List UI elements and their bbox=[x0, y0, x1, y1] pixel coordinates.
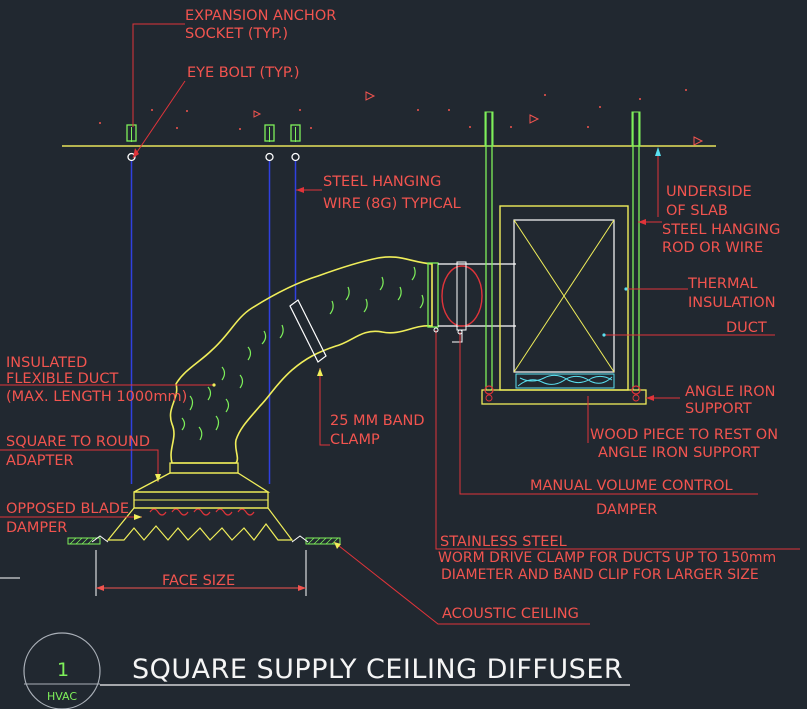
eye-bolt-icon bbox=[127, 152, 136, 162]
anchor-middle bbox=[264, 124, 275, 484]
steel-rod-label: STEEL HANGING bbox=[662, 222, 780, 238]
thermal-insulation-label-2: INSULATION bbox=[688, 295, 776, 311]
insulated-flex-label-3: (MAX. LENGTH 1000mm) bbox=[6, 389, 187, 405]
expansion-anchor-label-2: SOCKET (TYP.) bbox=[185, 26, 288, 42]
insulated-flex-label-2: FLEXIBLE DUCT bbox=[6, 371, 118, 387]
insulated-flex-label: INSULATED bbox=[6, 355, 87, 371]
eye-bolt-label: EYE BOLT (TYP.) bbox=[187, 65, 300, 81]
detail-number: 1 bbox=[57, 659, 69, 681]
adapter-collar bbox=[169, 462, 239, 474]
angle-iron-label-2: SUPPORT bbox=[685, 401, 752, 417]
face-size-label: FACE SIZE bbox=[162, 573, 235, 589]
steel-wire-label: STEEL HANGING bbox=[323, 174, 441, 190]
duct-label: DUCT bbox=[726, 320, 767, 336]
anchor-left bbox=[126, 124, 137, 484]
slab bbox=[62, 89, 716, 147]
underside-slab-label-2: OF SLAB bbox=[666, 203, 728, 219]
opposed-blade-label-2: DAMPER bbox=[6, 520, 67, 536]
diffuser bbox=[106, 462, 294, 541]
leaders bbox=[0, 23, 800, 625]
square-round-label-2: ADAPTER bbox=[6, 453, 74, 469]
leader-arrows bbox=[133, 147, 661, 549]
labels: EXPANSION ANCHOR SOCKET (TYP.) EYE BOLT … bbox=[6, 8, 780, 622]
expansion-anchor-label: EXPANSION ANCHOR bbox=[185, 8, 336, 24]
wood-piece-label: WOOD PIECE TO REST ON bbox=[590, 427, 778, 443]
title-block: 1 HVAC SQUARE SUPPLY CEILING DIFFUSER bbox=[23, 632, 630, 709]
main-duct bbox=[481, 111, 647, 405]
detail-discipline: HVAC bbox=[47, 690, 77, 703]
steel-wire-label-2: WIRE (8G) TYPICAL bbox=[323, 196, 461, 212]
damper-blade bbox=[441, 265, 483, 327]
manual-damper-label-2: DAMPER bbox=[596, 502, 657, 518]
detail-bubble bbox=[23, 632, 101, 709]
duct-collar bbox=[427, 262, 439, 328]
face-size-dimension: FACE SIZE bbox=[95, 550, 307, 596]
eye-bolt-icon bbox=[291, 152, 300, 162]
steel-rod-label-2: ROD OR WIRE bbox=[662, 240, 763, 256]
thermal-insulation-label: THERMAL bbox=[687, 276, 758, 292]
anchor-right bbox=[290, 124, 301, 300]
wood-piece bbox=[515, 373, 615, 389]
duct-body bbox=[513, 219, 615, 373]
opposed-blade-label: OPPOSED BLADE bbox=[6, 501, 129, 517]
damper-handle-icon bbox=[452, 330, 463, 343]
manual-damper-label: MANUAL VOLUME CONTROL bbox=[530, 478, 733, 494]
band-clamp bbox=[289, 299, 327, 363]
acoustic-ceiling-label: ACOUSTIC CEILING bbox=[442, 606, 579, 622]
square-round-label: SQUARE TO ROUND bbox=[6, 434, 150, 450]
slab-dots bbox=[99, 89, 687, 130]
band-clamp-label: 25 MM BAND bbox=[330, 413, 425, 429]
stainless-label-3: DIAMETER AND BAND CLIP FOR LARGER SIZE bbox=[441, 567, 759, 583]
stainless-label-2: WORM DRIVE CLAMP FOR DUCTS UP TO 150mm bbox=[438, 550, 776, 566]
thermal-insulation bbox=[499, 205, 629, 391]
diffuser-face bbox=[106, 507, 294, 541]
wood-piece-label-2: ANGLE IRON SUPPORT bbox=[598, 445, 760, 461]
band-clamp-label-2: CLAMP bbox=[330, 432, 380, 448]
flexible-duct bbox=[169, 256, 439, 464]
slab-hatch-marks bbox=[253, 91, 704, 146]
square-to-round-adapter bbox=[133, 472, 271, 493]
branch-takeoff bbox=[438, 261, 516, 343]
drawing-title: SQUARE SUPPLY CEILING DIFFUSER bbox=[132, 654, 623, 685]
angle-iron-label: ANGLE IRON bbox=[685, 384, 775, 400]
stainless-label: STAINLESS STEEL bbox=[440, 534, 567, 550]
eye-bolt-icon bbox=[265, 152, 274, 162]
underside-slab-label: UNDERSIDE bbox=[666, 184, 752, 200]
acoustic-ceiling bbox=[0, 535, 341, 579]
angle-iron bbox=[481, 389, 647, 405]
